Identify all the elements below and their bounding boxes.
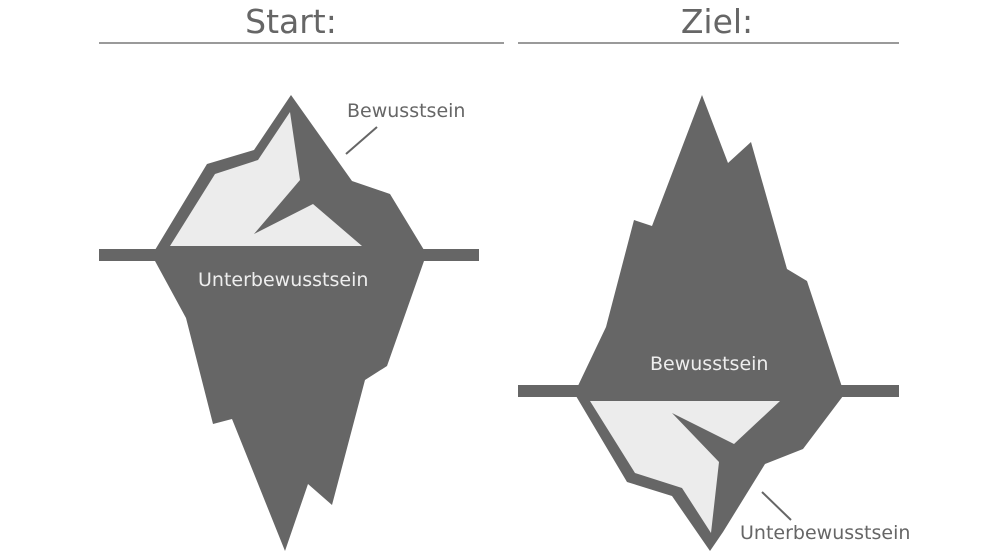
start-conscious-label: Bewusstsein	[347, 100, 466, 122]
start-iceberg-icon	[99, 95, 479, 551]
start-waterline	[99, 249, 479, 261]
goal-heading: Ziel:	[680, 2, 754, 41]
goal-divider	[518, 42, 899, 44]
start-heading: Start:	[245, 2, 337, 41]
goal-iceberg-icon	[518, 95, 899, 551]
start-divider	[99, 42, 504, 44]
start-subconscious-label: Unterbewusstsein	[198, 269, 369, 291]
goal-conscious-label: Bewusstsein	[650, 353, 769, 375]
goal-subconscious-label: Unterbewusstsein	[740, 522, 911, 544]
